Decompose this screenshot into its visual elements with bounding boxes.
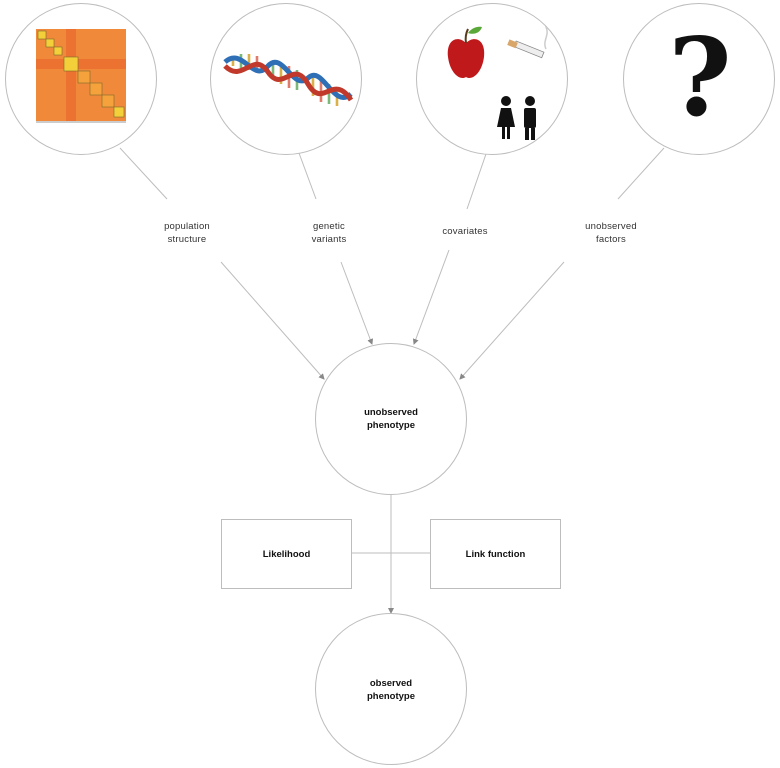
population-structure-label: population structure — [164, 221, 210, 245]
link-function-label: Link function — [465, 548, 526, 560]
population-structure-circle — [5, 3, 157, 155]
unobserved-factors-label: unobserved factors — [585, 221, 637, 245]
unobserved-phenotype-label: unobserved phenotype — [364, 407, 418, 431]
unobserved-factors-circle: ? — [623, 3, 775, 155]
link-function-box: Link function — [430, 519, 561, 589]
likelihood-box: Likelihood — [221, 519, 352, 589]
dna-helix-icon — [223, 54, 353, 106]
apple-cigarette-people-icon — [447, 15, 548, 140]
genetic-variants-circle — [210, 3, 362, 155]
covariates-circle — [416, 3, 568, 155]
covariates-label: covariates — [442, 226, 488, 237]
kinship-heatmap-icon — [36, 29, 126, 123]
likelihood-label: Likelihood — [262, 548, 311, 560]
unobserved-phenotype-node — [315, 343, 467, 495]
genetic-variants-label: genetic variants — [311, 221, 347, 245]
question-mark-icon: ? — [668, 15, 732, 141]
observed-phenotype-label: observed phenotype — [366, 678, 416, 702]
observed-phenotype-node — [315, 613, 467, 765]
